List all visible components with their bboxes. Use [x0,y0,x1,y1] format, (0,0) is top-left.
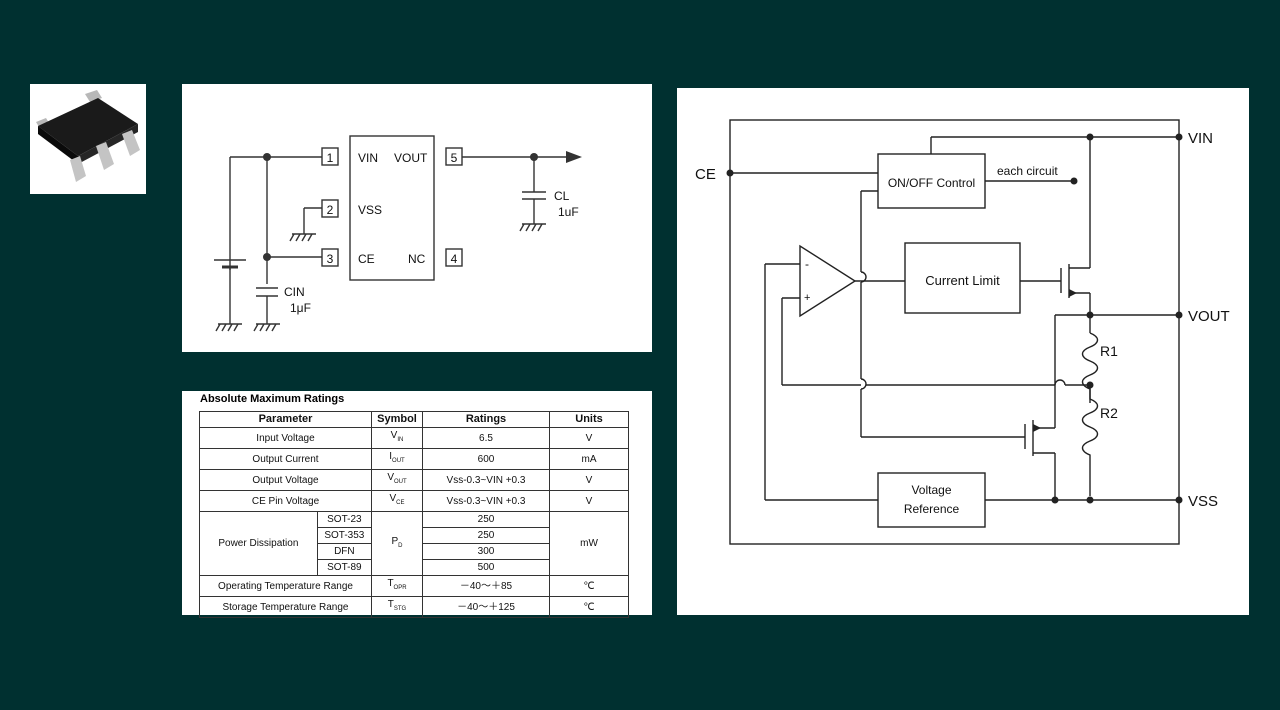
pin-4-number: 4 [451,252,458,266]
cin-label: CIN [284,285,305,299]
param-cell: Storage Temperature Range [199,596,372,618]
rating-cell: 250 [422,511,550,528]
block-diagram: VIN VOUT VSS CE ON/OFF Control each circ… [677,88,1249,615]
pin-2-number: 2 [327,203,334,217]
absolute-maximum-ratings-panel: Absolute Maximum Ratings Parameter Symbo… [182,391,652,618]
ce-label: CE [695,166,716,183]
unit-cell: ℃ [549,575,629,597]
vref-label-line1: Voltage [911,483,951,497]
param-cell: Output Current [199,448,372,470]
vref-label-line2: Reference [904,502,960,516]
sot23-5-package-image [30,84,146,194]
r2-label: R2 [1100,405,1118,421]
table-row: SOT-353 250 [200,527,629,544]
pin-5-number: 5 [451,151,458,165]
rating-cell: 500 [422,559,550,576]
vin-label: VIN [1188,130,1213,147]
table-row: Storage Temperature Range TSTG －40～＋125 … [199,596,629,618]
package-cell: SOT-353 [316,527,373,544]
table-row: Power Dissipation SOT-23 PD 250 mW [199,511,629,576]
package-cell: DFN [316,543,373,560]
table-row: DFN 300 [200,543,629,560]
symbol-cell: TOPR [371,575,423,597]
symbol-cell: VCE [371,490,423,512]
pin-4-name: NC [408,252,426,266]
package-photo [30,84,146,194]
unit-cell: V [549,427,629,449]
unit-cell: mA [549,448,629,470]
r1-label: R1 [1100,343,1118,359]
rating-cell: 6.5 [422,427,550,449]
rating-cell: 600 [422,448,550,470]
symbol-cell: IOUT [371,448,423,470]
param-cell: Input Voltage [199,427,372,449]
error-amplifier [799,244,857,318]
current-limit-block [904,242,1021,314]
opamp-minus-label: - [805,257,809,271]
block-diagram-schematic: VIN VOUT VSS CE ON/OFF Control each circ… [695,119,1230,545]
application-circuit-schematic: 1 VIN 2 VSS 3 CE 5 VOUT 4 NC CIN 1μF CL … [214,135,582,332]
rating-cell: 300 [422,543,550,560]
table-row: Output Voltage VOUT Vss-0.3~VIN +0.3 V [199,469,629,491]
param-cell: CE Pin Voltage [199,490,372,512]
rating-cell: Vss-0.3~VIN +0.3 [422,490,550,512]
table-header-row: Parameter Symbol Ratings Units [199,411,629,428]
package-cell: SOT-89 [316,559,373,576]
regulator-ic-body [349,135,435,281]
rating-cell: －40～＋125 [422,596,550,618]
symbol-cell: PD [371,511,423,576]
vss-label: VSS [1188,493,1218,510]
symbol-cell: VOUT [371,469,423,491]
symbol-cell: TSTG [371,596,423,618]
pin-1-name: VIN [358,151,378,165]
voltage-reference-block [877,472,986,528]
table-row: Input Voltage VIN 6.5 V [199,427,629,449]
cl-value: 1uF [558,205,579,219]
pin-2-name: VSS [358,203,382,217]
package-cell: SOT-23 [316,511,373,528]
unit-cell: V [549,490,629,512]
table-row: CE Pin Voltage VCE Vss-0.3~VIN +0.3 V [199,490,629,512]
opamp-plus-label: + [804,292,810,304]
header-parameter: Parameter [199,411,372,428]
pin-1-number: 1 [327,151,334,165]
table-row: Output Current IOUT 600 mA [199,448,629,470]
ratings-table: Parameter Symbol Ratings Units Input Vol… [199,411,629,618]
param-cell: Output Voltage [199,469,372,491]
each-circuit-label: each circuit [997,164,1058,178]
param-cell: Operating Temperature Range [199,575,372,597]
symbol-cell: VIN [371,427,423,449]
application-circuit: 1 VIN 2 VSS 3 CE 5 VOUT 4 NC CIN 1μF CL … [182,84,652,352]
rating-cell: Vss-0.3~VIN +0.3 [422,469,550,491]
unit-cell: V [549,469,629,491]
rating-cell: －40～＋85 [422,575,550,597]
header-units: Units [549,411,629,428]
cl-label: CL [554,189,570,203]
ratings-title: Absolute Maximum Ratings [200,393,345,405]
header-symbol: Symbol [371,411,423,428]
current-limit-label: Current Limit [925,273,1000,288]
table-row: Operating Temperature Range TOPR －40～＋85… [199,575,629,597]
power-dissipation-cell: Power Dissipation [199,511,318,576]
pin-3-name: CE [358,252,375,266]
unit-cell: ℃ [549,596,629,618]
cin-value: 1μF [290,301,311,315]
unit-cell: mW [549,511,629,576]
pin-5-name: VOUT [394,151,428,165]
rating-cell: 250 [422,527,550,544]
header-ratings: Ratings [422,411,550,428]
pin-3-number: 3 [327,252,334,266]
vout-label: VOUT [1188,308,1230,325]
ic-outline [729,119,1180,545]
on-off-control-label: ON/OFF Control [888,176,975,190]
